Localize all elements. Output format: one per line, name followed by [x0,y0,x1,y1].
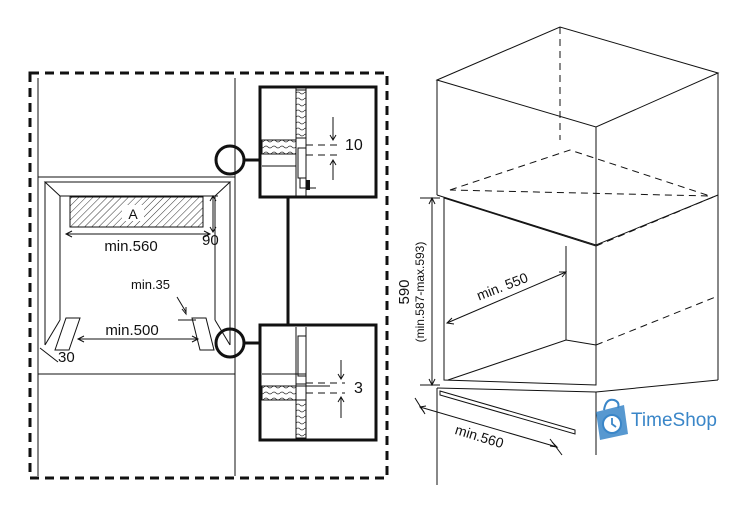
label-a-bg [122,205,144,221]
dim3-arrow-bottom [337,396,345,403]
lower-shelf-lip [439,390,576,435]
dim560b-line [419,406,558,448]
niche-frame [37,176,236,375]
vent-slot-left [54,317,81,351]
dim90-arrow-top [209,195,217,202]
dim-min500-label: min.500 [105,322,158,339]
dim590-arrow-bottom [428,378,436,387]
dim-590-label: 590 [396,279,413,304]
timeshop-watermark: TimeShop [596,398,717,440]
dim30-leader [39,347,59,363]
top-box-hidden-floor [449,149,711,197]
dim-min35-label: min.35 [131,277,170,292]
detail-top-frame [258,85,378,199]
dim-90-label: 90 [202,232,219,249]
dim90-arrow-bottom [209,226,217,233]
dim550-line [446,271,567,324]
dim-min560-width-label: min.560 [453,421,506,451]
detail-bottom-shelf-lines [262,373,330,387]
dim-min560-label: min.560 [104,238,157,255]
cabinet-outline-dashed [28,71,389,480]
detail-top-wood-horizontal [261,139,297,155]
dim35-leader [176,296,187,313]
dim550-arrow-right [559,271,568,278]
detail-bottom-foot [295,373,307,385]
dim-30-label: 30 [58,349,75,366]
dim560b-arrow-left [419,405,427,413]
top-box-lid [435,26,720,128]
dim590-arrow-top [428,196,436,205]
detail-bottom-frame [258,323,378,442]
detail-circle-top [214,144,246,176]
detail-bottom: 3 [258,323,378,442]
vent-slot-right [191,317,215,351]
detail-bottom-bracket [297,335,307,377]
shopping-bag-clock-icon [596,398,628,440]
dim-10-label: 10 [345,137,363,154]
niche-floor [447,339,597,381]
top-box-bottom-edge [436,194,719,246]
dim10-arrow-bottom [329,159,337,166]
dim550-arrow-left [445,317,455,325]
lower-top-edge [436,379,719,393]
detail-top-bracket [297,147,307,179]
niche-top-bevel [43,181,232,197]
niche-hidden-top [595,194,719,247]
dim35-arrow [181,307,187,316]
detail-top-wood-vertical [295,89,307,139]
dim-3-label: 3 [354,380,363,397]
dim560-arrow-right [203,230,212,238]
detail-top-screw [306,180,310,190]
dim560b-arrow-right [549,441,559,448]
dim500-arrow-left [76,335,85,343]
label-a: A [128,206,138,222]
front-installation-view: A 90 min.560 min.35 min.500 30 [28,71,389,480]
detail-bottom-wood-horizontal [261,385,297,401]
detail-bottom-wood-vertical [295,399,307,439]
dim-590-range-label: (min.587-max.593) [413,242,427,343]
niche-hidden-bottom [595,295,719,346]
dim560-arrow-left [64,230,73,238]
dim10-arrow-top [329,134,337,141]
dim3-arrow-top [337,373,345,380]
dim-min550-label: min. 550 [474,269,530,303]
niche-corner-left [44,319,61,346]
brand-name: TimeShop [631,410,717,431]
niche-opening [443,197,597,386]
dim500-arrow-right [191,335,200,343]
detail-top: 10 [258,85,378,199]
detail-top-hook [299,178,316,189]
